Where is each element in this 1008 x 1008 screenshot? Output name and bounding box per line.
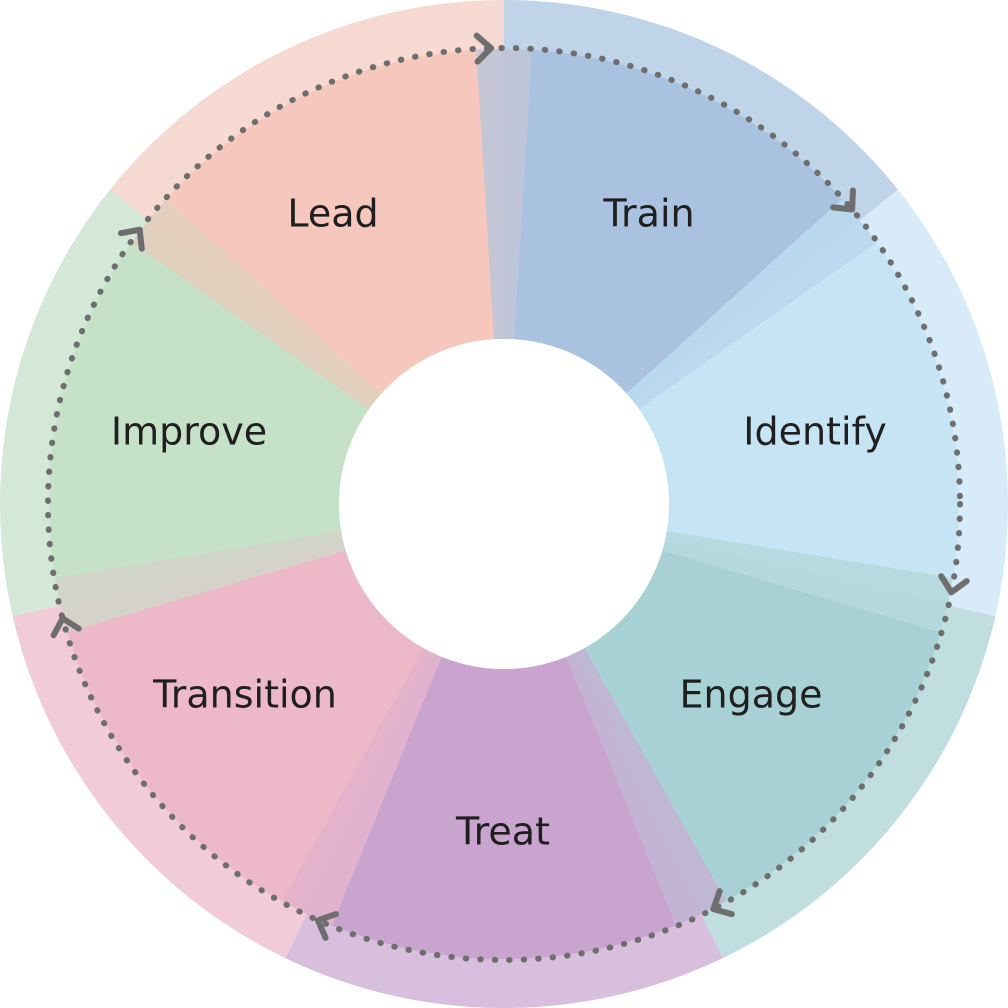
overlap-strip-lead [131,199,382,410]
overlap-strip-treat [566,648,727,926]
cycle-arrow-1 [473,32,495,65]
label-identify: Identify [743,410,886,454]
overlap-strip-improve [55,530,346,633]
segment-labels: Lead Train Identify Engage Treat Transit… [111,192,887,854]
label-transition: Transition [152,673,337,717]
label-treat: Treat [455,810,550,854]
segment-overlaps [55,49,953,926]
center-hole [339,339,669,669]
cycle-dotted-ring [45,45,963,963]
label-improve: Improve [111,410,267,454]
inner-sector-transition [67,550,424,902]
inner-sector-engage [584,550,941,902]
inner-ring [49,49,959,959]
label-train: Train [602,192,694,236]
cycle-arrow-2 [830,187,856,213]
inner-sector-train [514,49,842,394]
overlap-strip-train [476,49,532,340]
overlap-strip-transition [281,648,442,926]
inner-sector-identify [639,242,959,578]
overlap-strip-engage [662,530,953,633]
inner-sector-treat [331,656,676,959]
overlap-strip-identify [626,199,877,410]
cycle-arrow-5 [314,911,340,941]
label-engage: Engage [679,673,822,717]
inner-sector-improve [49,242,369,578]
cycle-arrows [50,32,970,941]
cycle-arrow-7 [117,226,145,252]
inner-sector-lead [166,49,494,394]
label-lead: Lead [287,192,378,236]
cycle-arrow-4 [710,888,735,918]
cycle-arrow-6 [50,615,82,639]
cycle-arrow-3 [938,573,970,596]
